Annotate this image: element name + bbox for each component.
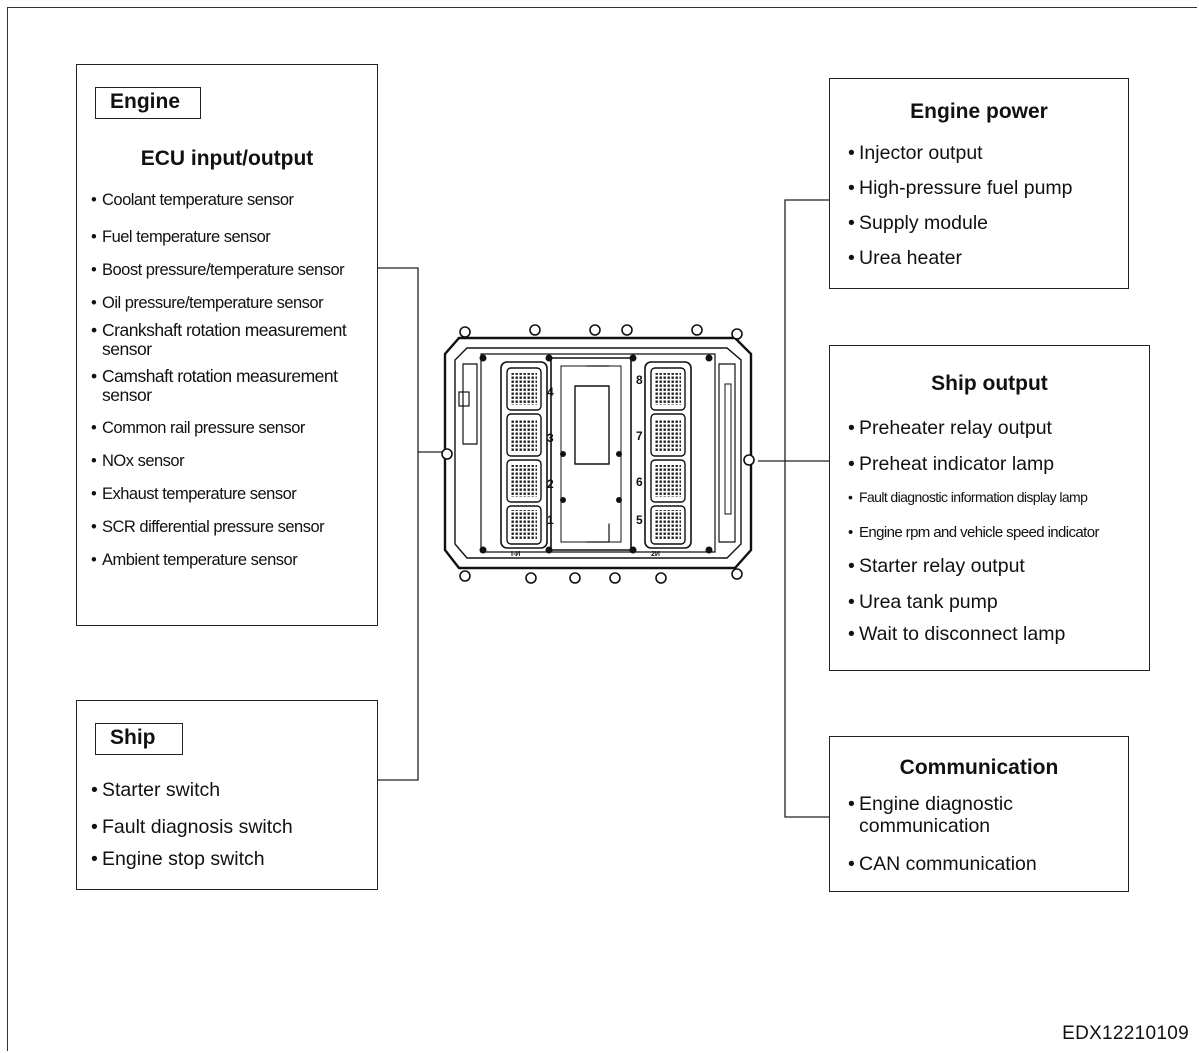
list-item: Coolant temperature sensor xyxy=(91,191,376,210)
list-item: Crankshaft rotation measurement sensor xyxy=(91,321,376,359)
ecu-side-tab xyxy=(458,391,470,407)
ecu-io-title: ECU input/output xyxy=(140,147,314,170)
list-item: Boost pressure/temperature sensor xyxy=(91,261,376,280)
connector-number: 7 xyxy=(636,429,643,443)
ship-input-list: Starter switch Fault diagnosis switch En… xyxy=(91,779,293,870)
ecu-housing-inner xyxy=(454,347,742,559)
ship-output-box: Ship output Preheater relay output Prehe… xyxy=(829,345,1150,671)
ecu-left-connector-bank xyxy=(500,361,548,549)
list-item: Injector output xyxy=(848,142,1073,164)
list-item: Engine diagnostic communication xyxy=(848,793,1078,837)
list-item: NOx sensor xyxy=(91,452,376,471)
connector-number: 3 xyxy=(547,431,554,445)
list-item: High-pressure fuel pump xyxy=(848,177,1073,199)
engine-power-box: Engine power Injector output High-pressu… xyxy=(829,78,1129,289)
engine-input-list: Coolant temperature sensor Fuel temperat… xyxy=(91,191,376,570)
list-item: Starter relay output xyxy=(848,555,1099,578)
list-item: Preheat indicator lamp xyxy=(848,453,1099,476)
list-item: CAN communication xyxy=(848,853,1078,875)
ship-tag: Ship xyxy=(95,723,183,755)
list-item: Preheater relay output xyxy=(848,417,1099,440)
ship-input-box: Ship Starter switch Fault diagnosis swit… xyxy=(76,700,378,890)
connector-number: 8 xyxy=(636,373,643,387)
communication-list: Engine diagnostic communication CAN comm… xyxy=(848,793,1078,875)
communication-title: Communication xyxy=(899,756,1059,779)
wire-ship-box xyxy=(378,452,419,781)
connector-number: 4 xyxy=(547,385,554,399)
list-item: Urea heater xyxy=(848,247,1073,269)
list-item: Common rail pressure sensor xyxy=(91,419,376,438)
page-frame xyxy=(7,7,1197,1051)
ship-output-list: Preheater relay output Preheat indicator… xyxy=(848,417,1099,646)
wire-engine-box xyxy=(378,267,445,453)
engine-power-title: Engine power xyxy=(910,100,1048,123)
ecu-unit-drawing: 4 3 2 1 8 7 6 5 I-И 2И xyxy=(441,324,755,584)
ecu-housing-outline xyxy=(443,336,753,570)
list-item: Fault diagnosis switch xyxy=(91,816,293,838)
ship-output-title: Ship output xyxy=(931,372,1048,395)
ecu-right-connector-bank xyxy=(644,361,692,549)
communication-box: Communication Engine diagnostic communic… xyxy=(829,736,1129,892)
ecu-right-mark: 2И xyxy=(651,551,660,558)
ecu-left-mark: I-И xyxy=(511,551,520,558)
list-item: Engine stop switch xyxy=(91,848,293,870)
list-item: Ambient temperature sensor xyxy=(91,551,376,570)
connector-number: 5 xyxy=(636,513,643,527)
ecu-cover-edge xyxy=(480,353,716,553)
list-item: Urea tank pump xyxy=(848,591,1099,614)
list-item: Oil pressure/temperature sensor xyxy=(91,294,376,313)
list-item: SCR differential pressure sensor xyxy=(91,518,376,537)
engine-input-box: Engine ECU input/output Coolant temperat… xyxy=(76,64,378,626)
list-item: Exhaust temperature sensor xyxy=(91,485,376,504)
engine-power-list: Injector output High-pressure fuel pump … xyxy=(848,142,1073,269)
engine-tag: Engine xyxy=(95,87,201,119)
list-item: Starter switch xyxy=(91,779,293,801)
ecu-label-window xyxy=(574,385,610,465)
list-item: Fault diagnostic information display lam… xyxy=(848,486,1099,509)
wire-engine-power xyxy=(784,199,829,818)
list-item: Wait to disconnect lamp xyxy=(848,623,1099,646)
connector-number: 6 xyxy=(636,475,643,489)
list-item: Engine rpm and vehicle speed indicator xyxy=(848,521,1099,544)
connector-number: 1 xyxy=(547,513,554,527)
list-item: Fuel temperature sensor xyxy=(91,228,376,247)
figure-code: EDX12210109 xyxy=(1062,1023,1189,1044)
list-item: Camshaft rotation measurement sensor xyxy=(91,367,376,405)
connector-number: 2 xyxy=(547,477,554,491)
list-item: Supply module xyxy=(848,212,1073,234)
